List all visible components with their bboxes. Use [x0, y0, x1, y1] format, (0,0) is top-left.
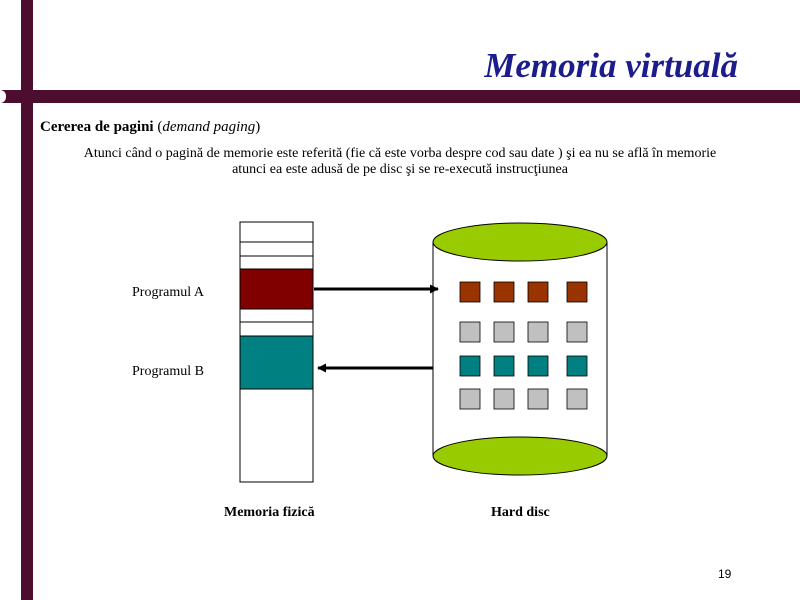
subtitle-paren-close: )	[255, 119, 261, 135]
hard-disc-top-cap	[432, 222, 608, 262]
title-divider-bar	[0, 90, 800, 103]
description: Atunci când o pagină de memorie este ref…	[40, 146, 760, 178]
subtitle: Cererea de pagini (demand paging)	[40, 119, 260, 136]
disk-page-free	[493, 321, 515, 343]
program-b-memory-block	[239, 335, 314, 390]
disk-page-program-a	[459, 281, 481, 303]
disk-page-program-b	[527, 355, 549, 377]
description-line-1: Atunci când o pagină de memorie este ref…	[83, 146, 717, 161]
hard-disc-caption: Hard disc	[491, 505, 550, 520]
program-b-label: Programul B	[132, 364, 204, 379]
disk-page-free	[493, 388, 515, 410]
divider-bar-cap	[0, 90, 6, 103]
hard-disc-body	[433, 242, 607, 456]
disk-page-free	[527, 321, 549, 343]
disk-page-free	[566, 388, 588, 410]
disk-page-free	[459, 388, 481, 410]
physical-memory-caption: Memoria fizică	[224, 505, 315, 520]
hard-disc-bottom-cap	[432, 436, 608, 476]
disk-page-free	[527, 388, 549, 410]
disk-page-free	[566, 321, 588, 343]
program-a-memory-block	[239, 268, 314, 310]
subtitle-english-term: demand paging	[162, 119, 256, 135]
disk-page-program-b	[493, 355, 515, 377]
page-number: 19	[718, 567, 732, 581]
disk-page-program-b	[459, 355, 481, 377]
disk-page-program-a	[527, 281, 549, 303]
description-line-2: atunci ea este adusă de pe disc şi se re…	[232, 162, 568, 177]
slide-title: Memoria virtuală	[484, 46, 738, 85]
program-a-label: Programul A	[132, 285, 204, 300]
disk-page-program-a	[493, 281, 515, 303]
disk-page-free	[459, 321, 481, 343]
subtitle-main: Cererea de pagini	[40, 119, 154, 135]
left-accent-bar	[21, 0, 33, 600]
subtitle-paren-open: (	[153, 119, 163, 135]
disk-page-program-a	[566, 281, 588, 303]
disk-page-program-b	[566, 355, 588, 377]
